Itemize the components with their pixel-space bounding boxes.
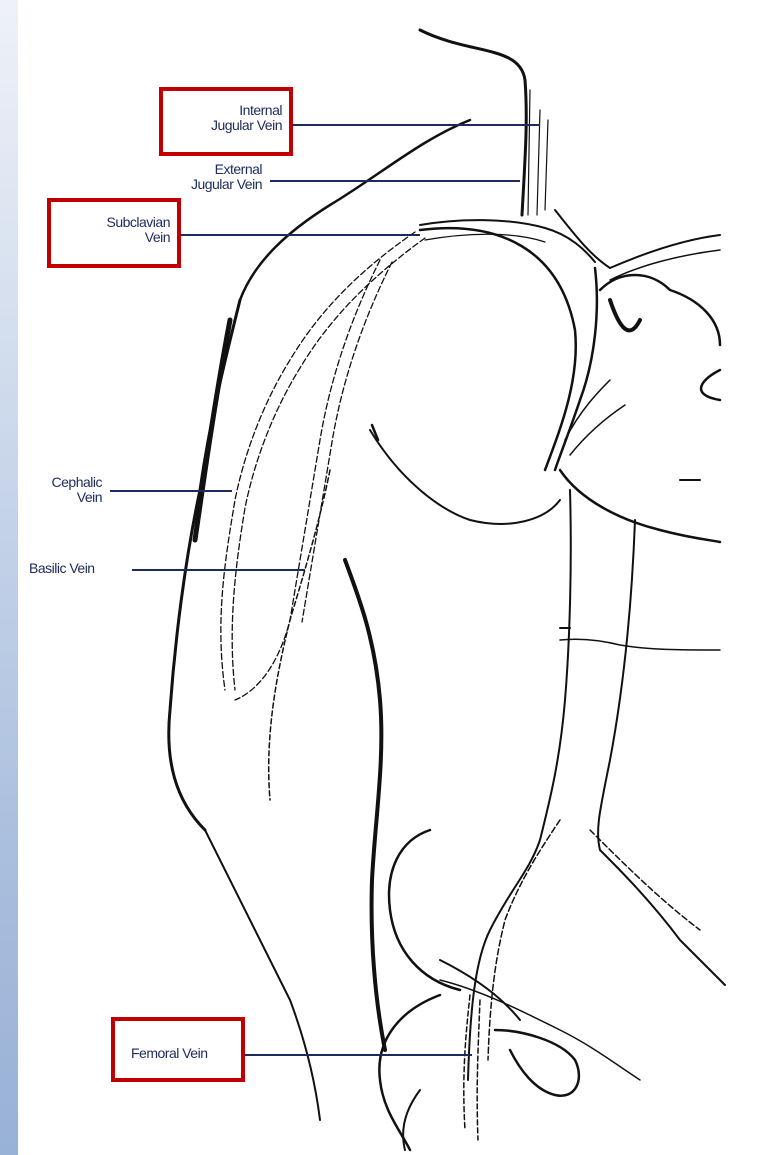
inferior-vena-cava [468, 490, 571, 1080]
inner-arm-contour [269, 470, 330, 800]
external-jugular-label: External Jugular Vein [150, 162, 262, 192]
superior-vena-cava [555, 268, 597, 470]
internal-jugular-line1: Internal [165, 103, 282, 118]
external-jugular-line2: Jugular Vein [150, 177, 262, 192]
subclavian-label: Subclavian Vein [58, 215, 170, 245]
neck-outline [420, 30, 526, 215]
internal-jugular-label: Internal Jugular Vein [165, 103, 282, 133]
basilic-vein-path [235, 260, 380, 700]
cephalic-line2: Vein [20, 490, 102, 505]
outer-arm-shadow [195, 320, 230, 540]
chest-contour [420, 228, 576, 470]
basilic-label: Basilic Vein [29, 561, 95, 576]
subclavian-line2: Vein [58, 230, 170, 245]
cephalic-label: Cephalic Vein [20, 475, 102, 505]
cephalic-vein-path [221, 232, 415, 690]
thigh-outline [379, 995, 440, 1150]
cephalic-line1: Cephalic [20, 475, 102, 490]
femoral-label: Femoral Vein [131, 1046, 207, 1061]
outer-arm-contour [169, 300, 240, 830]
pelvis-outline [389, 830, 460, 990]
neck-vein-strands [528, 90, 548, 215]
pec-inner [370, 430, 560, 524]
internal-jugular-line2: Jugular Vein [165, 118, 282, 133]
external-jugular-line1: External [150, 162, 262, 177]
subclavian-line1: Subclavian [58, 215, 170, 230]
inner-arm-bold [345, 560, 385, 1050]
